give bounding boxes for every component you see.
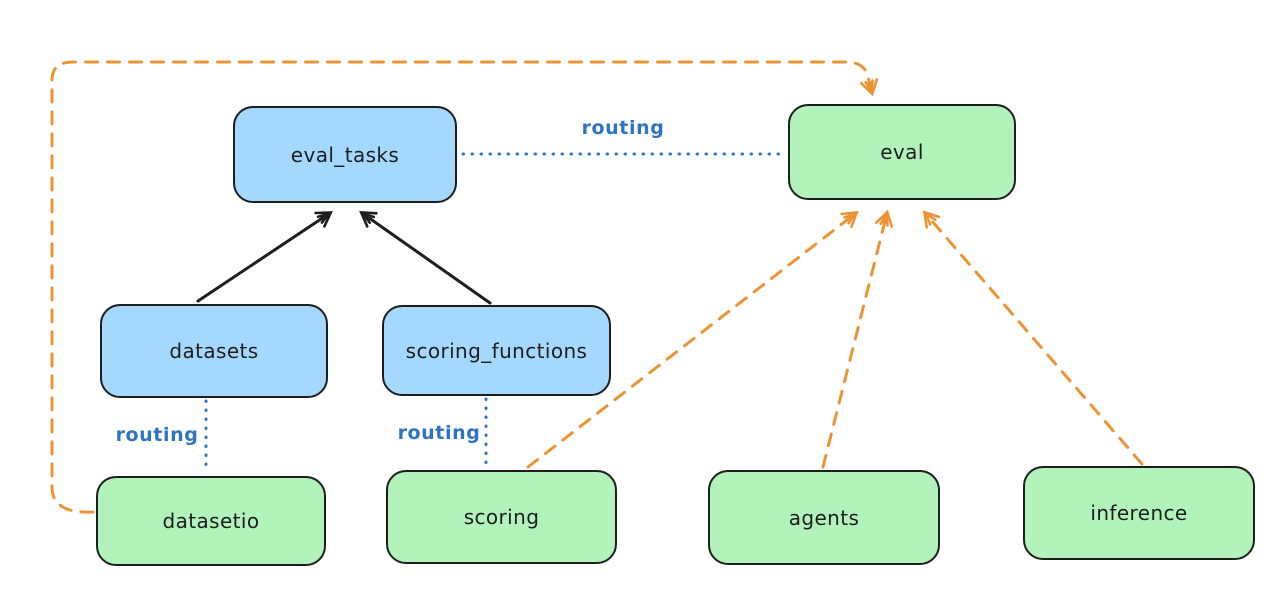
edge-agents-to-eval (821, 209, 894, 469)
node-scoring-label: scoring (463, 505, 540, 529)
edge-label-routing-scoring-functions-scoring: routing (397, 422, 481, 444)
node-agents: agents (708, 470, 940, 565)
node-eval: eval (788, 104, 1016, 200)
node-inference-label: inference (1090, 501, 1188, 525)
node-agents-label: agents (788, 505, 860, 530)
node-eval-tasks: eval_tasks (233, 106, 457, 203)
node-datasetio: datasetio (96, 476, 326, 566)
node-scoring-functions-label: scoring_functions (405, 338, 588, 363)
node-datasets-label: datasets (169, 339, 259, 363)
node-datasets: datasets (100, 304, 328, 398)
node-datasetio-label: datasetio (162, 509, 260, 533)
edge-inference-to-eval (922, 210, 1144, 466)
node-eval-label: eval (880, 140, 924, 164)
node-inference: inference (1023, 466, 1255, 560)
edge-label-routing-eval-tasks-eval: routing (581, 117, 665, 139)
node-scoring: scoring (386, 470, 617, 564)
node-scoring-functions: scoring_functions (382, 305, 611, 396)
node-eval-tasks-label: eval_tasks (290, 142, 400, 167)
edge-datasets-to-eval-tasks (196, 211, 333, 303)
edge-label-routing-datasets-datasetio: routing (115, 424, 199, 446)
edge-scoring-functions-to-eval-tasks (359, 210, 492, 305)
